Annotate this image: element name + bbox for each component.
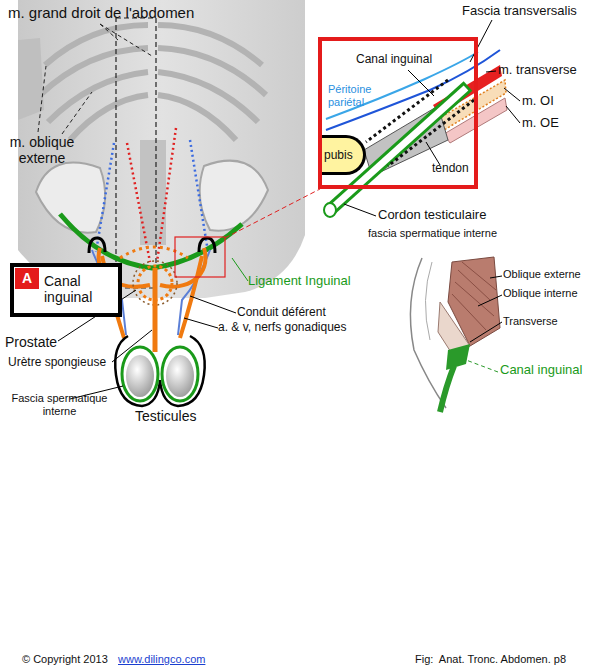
zoom-leader — [225, 189, 320, 238]
arm — [18, 38, 44, 120]
pubis-bone: pubis — [322, 135, 366, 175]
box-label: Canal inguinal — [44, 273, 114, 305]
iliac-wing — [200, 161, 268, 231]
leader-line — [190, 296, 236, 313]
organ-label: Urètre spongieuse — [8, 356, 106, 370]
layer-label: m. OE — [522, 116, 559, 131]
urethra — [153, 268, 158, 352]
muscle-label: Oblique interne — [503, 287, 578, 300]
spermatic-cord — [440, 366, 454, 412]
rib — [70, 95, 148, 140]
sheath-line — [96, 143, 114, 252]
rib — [158, 95, 236, 140]
leader-line — [100, 24, 152, 56]
tunica — [162, 347, 198, 401]
leader-line — [344, 204, 376, 216]
leader-line — [38, 66, 92, 134]
bladder-outline — [120, 247, 188, 258]
structure-label: fascia spermatique interne — [368, 227, 497, 240]
leader-line — [486, 71, 520, 123]
sheath-line — [157, 128, 176, 262]
leader-line — [408, 70, 434, 96]
sheath-line — [190, 140, 208, 252]
inguinal-ring — [89, 238, 105, 253]
canal-wall — [388, 100, 474, 166]
leader-line — [470, 20, 492, 62]
leader-line — [470, 276, 502, 342]
inguinal-ring — [199, 238, 215, 253]
leader-line — [232, 258, 248, 281]
organ-label: Testicules — [135, 408, 196, 424]
leader-line — [466, 360, 498, 372]
website-link: www.dilingco.com — [118, 653, 205, 666]
scrotum — [115, 336, 205, 406]
muscle-label: Transverse — [503, 315, 558, 328]
testis — [166, 355, 194, 397]
layer-label: m. transverse — [498, 63, 577, 78]
inset-frame: Canal inguinalPéritoine pariétal tendon pu… — [318, 37, 478, 189]
muscle-fibres — [452, 262, 496, 330]
leader-line — [184, 318, 218, 328]
callout-letter: A — [15, 268, 39, 289]
callout-letter-text: A — [15, 270, 39, 286]
ligament-label: Ligament Inguinal — [248, 274, 351, 289]
fascia-transversalis — [326, 50, 500, 130]
structure-label: a. & v, nerfs gonadiques — [218, 321, 347, 335]
ribs — [40, 25, 266, 140]
rectus-outline — [116, 18, 156, 288]
layer-label: m. OI — [522, 94, 554, 109]
muscle-label: Oblique externe — [503, 268, 581, 281]
organ-label: Prostate — [5, 334, 57, 350]
muscle-label: m. grand droit de l'abdomen — [8, 4, 194, 21]
inset-label: tendon — [432, 162, 469, 176]
copyright-note: © Copyright 2013 — [22, 653, 108, 666]
tunica — [122, 347, 158, 401]
leader-line — [112, 330, 152, 362]
muscle-label: m. oblique externe — [2, 134, 82, 166]
canal-wall — [366, 80, 448, 142]
canal-opening — [446, 344, 470, 370]
vas-deferens — [180, 256, 202, 338]
parietal-peritoneum — [326, 52, 478, 119]
inset-label: Péritoine pariétal — [328, 83, 408, 108]
cord-end — [324, 203, 336, 217]
layer-label: Fascia spermatique interne — [2, 392, 117, 417]
side-figure — [410, 257, 502, 412]
bone-label: pubis — [324, 149, 353, 163]
sheath-line — [127, 143, 150, 262]
spine — [140, 140, 166, 245]
body-outline — [425, 262, 432, 340]
zoom-frame — [175, 237, 225, 277]
figure-reference: Fig: Anat. Tronc. Abdomen. p8 — [415, 653, 566, 666]
testis — [126, 355, 154, 397]
inset-label: Canal inguinal — [356, 53, 432, 67]
structure-label: Canal inguinal — [500, 363, 582, 378]
structure-label: Cordon testiculaire — [378, 208, 486, 223]
inguinal-ligament — [60, 214, 242, 268]
label-box: Canal inguinal A — [10, 263, 122, 317]
layer-label: Fascia transversalis — [462, 4, 577, 19]
structure-label: Conduit déférent — [237, 306, 326, 320]
